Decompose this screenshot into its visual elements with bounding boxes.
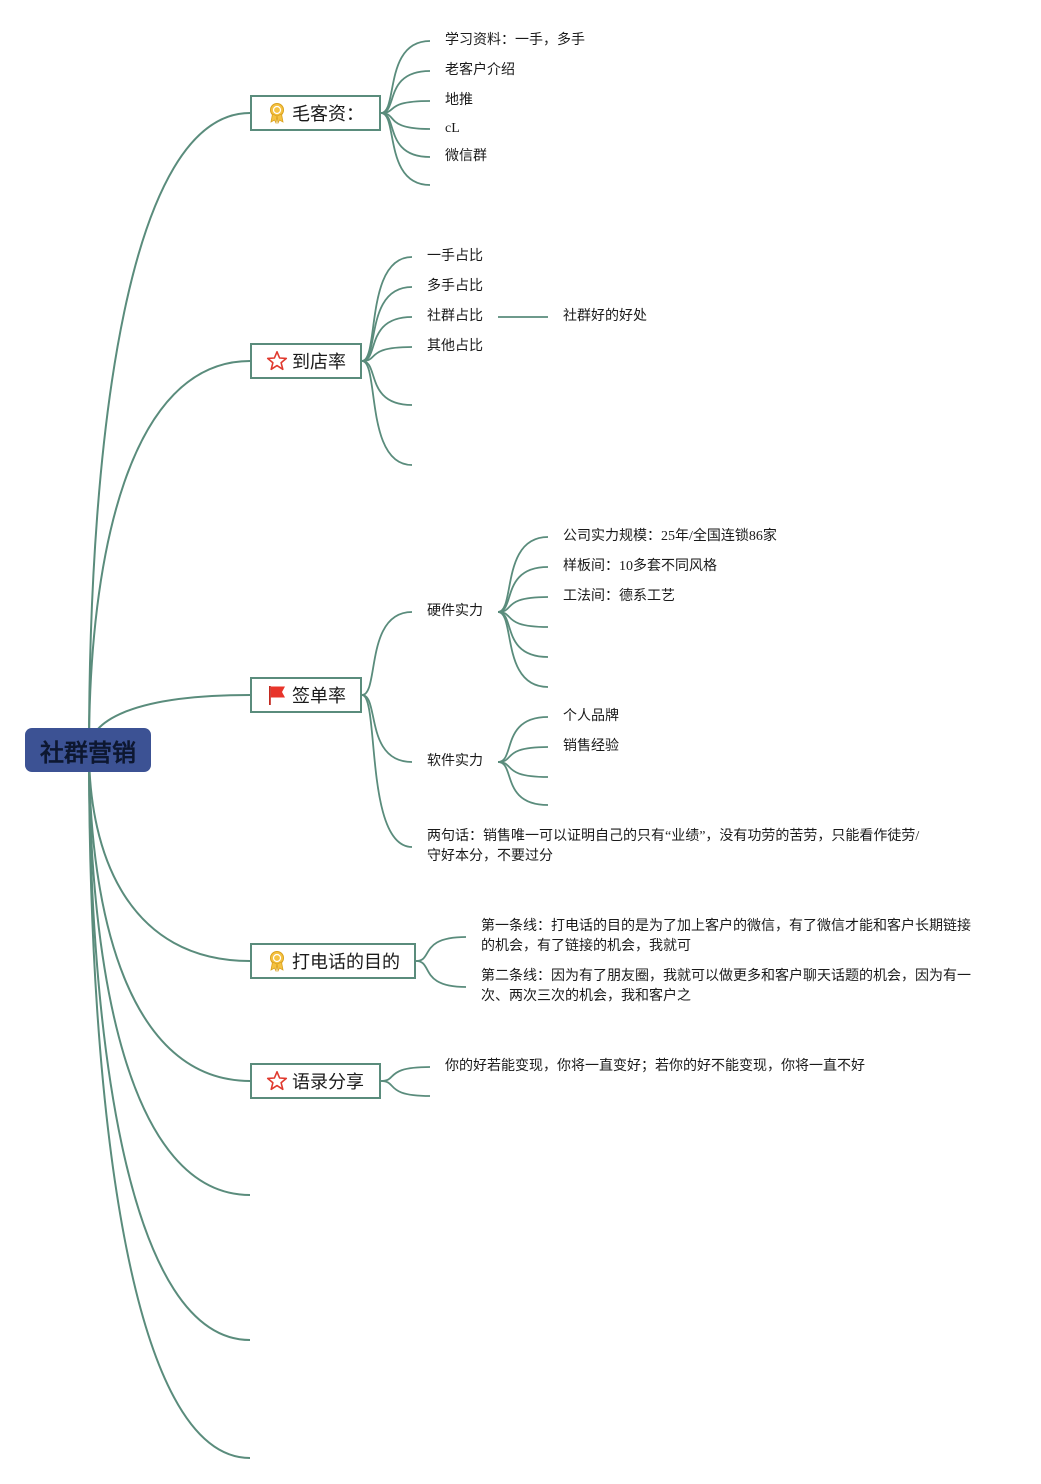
connector-line-15 bbox=[361, 286, 413, 362]
trunk-line-6 bbox=[88, 749, 251, 1341]
connector-line-35 bbox=[380, 1066, 431, 1082]
leaf-maokezi-2[interactable]: 老客户介绍 bbox=[445, 63, 515, 78]
trunk-line-5 bbox=[88, 749, 251, 1196]
connector-line-19 bbox=[361, 360, 413, 466]
connector-line-29 bbox=[497, 716, 549, 763]
connector-line-17 bbox=[361, 346, 413, 362]
trunk-line-4 bbox=[88, 749, 251, 1082]
connector-line-22 bbox=[361, 694, 413, 848]
connector-line-8 bbox=[380, 40, 431, 114]
connector-line-32 bbox=[497, 761, 549, 806]
leaf-maokezi-3[interactable]: 地推 bbox=[445, 93, 473, 108]
connector-line-36 bbox=[380, 1080, 431, 1097]
connector-line-34 bbox=[415, 960, 467, 988]
topic-qiandan[interactable]: 签单率 bbox=[250, 677, 362, 713]
trunk-line-0 bbox=[88, 112, 251, 751]
trunk-line-3 bbox=[88, 749, 251, 962]
connector-line-23 bbox=[497, 536, 549, 613]
branch-hardware[interactable]: 硬件实力 bbox=[427, 604, 483, 619]
leaf-dadianhua-2a[interactable]: 第二条线：因为有了朋友圈，我就可以做更多和客户聊天话题的机会，因为有一 bbox=[481, 969, 971, 984]
leaf-yulu-1[interactable]: 你的好若能变现，你将一直变好；若你的好不能变现，你将一直不好 bbox=[445, 1059, 865, 1074]
leaf-maokezi-4[interactable]: cL bbox=[445, 121, 460, 136]
connector-line-33 bbox=[415, 936, 467, 962]
trunk-line-1 bbox=[88, 360, 251, 751]
connector-line-20 bbox=[361, 611, 413, 696]
topic-maokezi[interactable]: 毛客资： bbox=[250, 95, 381, 131]
leaf-hardware-2[interactable]: 样板间：10多套不同风格 bbox=[563, 559, 717, 574]
leaf-maokezi-1[interactable]: 学习资料：一手，多手 bbox=[445, 33, 585, 48]
leaf-software-1[interactable]: 个人品牌 bbox=[563, 709, 619, 724]
leaf-daodian-4[interactable]: 其他占比 bbox=[427, 339, 483, 354]
leaf-daodian-sub[interactable]: 社群好的好处 bbox=[563, 309, 647, 324]
leaf-software-2[interactable]: 销售经验 bbox=[563, 739, 619, 754]
leaf-maokezi-5[interactable]: 微信群 bbox=[445, 149, 487, 164]
leaf-daodian-2[interactable]: 多手占比 bbox=[427, 279, 483, 294]
connector-line-30 bbox=[497, 746, 549, 763]
connector-line-24 bbox=[497, 566, 549, 613]
award-ribbon-icon bbox=[266, 950, 288, 972]
connector-line-16 bbox=[361, 316, 413, 362]
leaf-dadianhua-1b[interactable]: 的机会，有了链接的机会，我就可 bbox=[481, 939, 691, 954]
topic-daodian-label: 到店率 bbox=[292, 352, 346, 373]
root-topic[interactable]: 社群营销 bbox=[25, 728, 151, 772]
leaf-dadianhua-2b[interactable]: 次、两次三次的机会，我和客户之 bbox=[481, 989, 691, 1004]
topic-dadianhua-label: 打电话的目的 bbox=[292, 952, 400, 973]
connector-line-13 bbox=[380, 112, 431, 186]
leaf-dadianhua-1a[interactable]: 第一条线：打电话的目的是为了加上客户的微信，有了微信才能和客户长期链接 bbox=[481, 919, 971, 934]
topic-qiandan-label: 签单率 bbox=[292, 686, 346, 707]
connector-line-28 bbox=[497, 611, 549, 688]
connector-line-18 bbox=[361, 360, 413, 406]
connector-line-31 bbox=[497, 761, 549, 778]
award-ribbon-icon bbox=[266, 102, 288, 124]
trunk-line-7 bbox=[88, 749, 251, 1459]
topic-yulu[interactable]: 语录分享 bbox=[250, 1063, 381, 1099]
topic-maokezi-label: 毛客资： bbox=[292, 104, 364, 125]
leaf-quote-line1[interactable]: 两句话：销售唯一可以证明自己的只有“业绩”，没有功劳的苦劳，只能看作徒劳/ bbox=[427, 829, 920, 844]
leaf-daodian-3[interactable]: 社群占比 bbox=[427, 309, 483, 324]
topic-yulu-label: 语录分享 bbox=[292, 1072, 364, 1093]
topic-dadianhua[interactable]: 打电话的目的 bbox=[250, 943, 416, 979]
red-flag-icon bbox=[266, 684, 288, 706]
leaf-daodian-1[interactable]: 一手占比 bbox=[427, 249, 483, 264]
leaf-hardware-3[interactable]: 工法间：德系工艺 bbox=[563, 589, 675, 604]
topic-daodian[interactable]: 到店率 bbox=[250, 343, 362, 379]
leaf-hardware-1[interactable]: 公司实力规模：25年/全国连锁86家 bbox=[563, 529, 777, 544]
connector-line-21 bbox=[361, 694, 413, 763]
leaf-quote-line2[interactable]: 守好本分，不要过分 bbox=[427, 849, 553, 864]
star-icon bbox=[266, 1070, 288, 1092]
star-icon bbox=[266, 350, 288, 372]
connector-line-9 bbox=[380, 70, 431, 114]
connector-line-14 bbox=[361, 256, 413, 362]
branch-software[interactable]: 软件实力 bbox=[427, 754, 483, 769]
root-topic-label: 社群营销 bbox=[40, 738, 136, 767]
